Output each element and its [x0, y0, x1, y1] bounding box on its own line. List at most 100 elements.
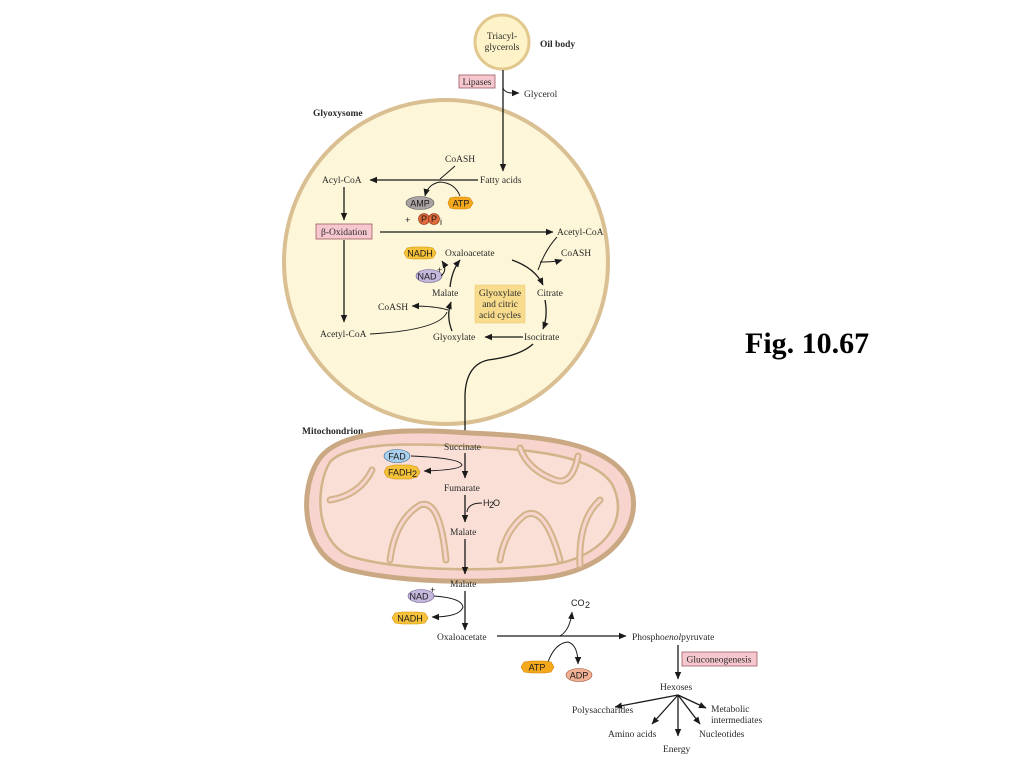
- atp-label: ATP: [453, 199, 470, 209]
- beta-oxidation-box: [315, 223, 373, 240]
- oxaloacetate-to-citrate-arrow: [511, 259, 544, 286]
- citrate-to-isocitrate-arrow: [542, 299, 549, 330]
- crista-5-core: [328, 468, 374, 502]
- nad-cytosol-superscript: +: [430, 585, 435, 595]
- water-label-h: H: [483, 498, 490, 508]
- coash-top-label: CoASH: [445, 155, 475, 165]
- coash-release-left-arrow: [411, 302, 449, 311]
- hexoses-to-polysaccharides-arrow: [614, 694, 679, 709]
- cycle-label-1: Glyoxylate: [479, 289, 521, 299]
- polysaccharides-label: Polysaccharides: [572, 706, 634, 716]
- oxaloacetate-label: Oxaloacetate: [445, 249, 495, 259]
- co2-release-curve: [559, 611, 575, 637]
- nad-cytosol-label: NAD: [409, 592, 429, 602]
- water-label-sub: 2: [489, 500, 494, 510]
- acyl-coa-label: Acyl-CoA: [322, 176, 362, 186]
- acetyl-coa-join-curve: [537, 236, 558, 271]
- atp-cytosol-badge: [520, 660, 555, 674]
- triacylglycerols-label-2: glycerols: [485, 43, 520, 53]
- fadh2-badge: [383, 464, 421, 480]
- atp-badge: [447, 196, 474, 210]
- crista-4-core: [388, 502, 448, 562]
- plus-sign: +: [405, 216, 410, 226]
- glyoxylate-label: Glyoxylate: [433, 333, 475, 343]
- nadh-cytosol-label: NADH: [397, 614, 423, 624]
- atp-to-amp-curve: [423, 181, 461, 197]
- pi-circle-2: [428, 213, 440, 225]
- pi-label-2: P: [431, 214, 437, 224]
- fatty-acids-label: Fatty acids: [480, 176, 522, 186]
- atp-to-adp-curve: [547, 641, 582, 665]
- nadh-glyox-label: NADH: [407, 249, 433, 259]
- water-joining-curve: [466, 502, 483, 513]
- hexoses-to-amino-acids-arrow: [651, 694, 679, 725]
- nad-glyox-superscript: +: [437, 265, 442, 275]
- mitochondrion-label: Mitochondrion: [302, 427, 364, 437]
- glyoxysome-label: Glyoxysome: [313, 109, 363, 119]
- lipases-box: [458, 74, 496, 89]
- fad-label: FAD: [388, 452, 406, 462]
- crista-1-core: [518, 446, 580, 483]
- glyoxysome-circle: [282, 98, 610, 426]
- pep-label: Phosphoenolpyruvate: [632, 633, 714, 643]
- acetyl-coa-right-label: Acetyl-CoA: [557, 228, 604, 238]
- coash-right-label: CoASH: [561, 249, 591, 259]
- co2-subscript: 2: [585, 600, 590, 610]
- isocitrate-to-succinate-arrow: [461, 343, 534, 441]
- fadh2-label: FADH: [388, 468, 412, 478]
- nad-glyox-badge: [415, 269, 443, 283]
- metabolic-label-2: intermediates: [711, 716, 762, 726]
- hexoses-label: Hexoses: [660, 683, 692, 693]
- glycerol-arrow: [502, 70, 520, 97]
- cycle-label-2: and citric: [482, 300, 518, 310]
- oil-body-label: Oil body: [540, 40, 575, 50]
- figure-label: Fig. 10.67: [745, 327, 869, 360]
- malate-glyox-label: Malate: [432, 289, 458, 299]
- coash-joining-curve: [439, 165, 456, 180]
- co2-label: CO: [571, 598, 585, 608]
- malate-cytosol-label: Malate: [450, 580, 476, 590]
- adp-label: ADP: [570, 671, 589, 681]
- pi-subscript: i: [440, 217, 442, 227]
- atp-cytosol-label: ATP: [529, 663, 546, 673]
- coash-left-label: CoASH: [378, 303, 408, 313]
- fumarate-label: Fumarate: [444, 484, 480, 494]
- glyoxylate-to-malate-arrow: [445, 301, 453, 332]
- nad-to-nadh-cytosol-curve: [431, 595, 464, 621]
- gluconeogenesis-label: Gluconeogenesis: [687, 656, 752, 666]
- gluconeogenesis-box: [681, 651, 758, 667]
- water-label-o: O: [493, 498, 500, 508]
- beta-oxidation-label: β-Oxidation: [321, 228, 367, 238]
- succinate-label: Succinate: [444, 443, 481, 453]
- acetyl-coa-left-label: Acetyl-CoA: [320, 330, 367, 340]
- nad-to-nadh-curve: [440, 260, 449, 277]
- metabolic-label-1: Metabolic: [711, 705, 750, 715]
- fad-to-fadh2-curve: [410, 455, 463, 475]
- nad-glyox-label: NAD: [417, 272, 437, 282]
- energy-label: Energy: [663, 745, 691, 755]
- lipases-label: Lipases: [462, 78, 491, 88]
- hexoses-to-nucleotides-arrow: [677, 694, 701, 725]
- glycerol-label: Glycerol: [524, 90, 558, 100]
- adp-badge: [565, 668, 593, 682]
- hexoses-to-metabolic-arrow: [677, 694, 707, 709]
- fadh2-subscript: 2: [412, 469, 417, 479]
- nadh-glyox-badge: [403, 246, 437, 260]
- isocitrate-label: Isocitrate: [524, 333, 559, 343]
- pi-label-1: P: [421, 214, 427, 224]
- amino-acids-label: Amino acids: [608, 730, 657, 740]
- cycle-center-box: [474, 284, 526, 324]
- nadh-cytosol-badge: [391, 611, 429, 625]
- oil-body-circle: [473, 13, 531, 71]
- fad-badge: [383, 449, 411, 463]
- amp-badge: [405, 196, 435, 210]
- crista-2-core: [498, 512, 562, 562]
- oxaloacetate-cytosol-label: Oxaloacetate: [437, 633, 487, 643]
- acetyl-coa-left-join-curve: [369, 311, 448, 335]
- cycle-label-3: acid cycles: [479, 311, 521, 321]
- malate-to-oxaloacetate-arrow: [449, 259, 461, 288]
- crista-3-core: [578, 498, 602, 567]
- triacylglycerols-label-1: Triacyl-: [487, 32, 517, 42]
- amp-label: AMP: [410, 199, 430, 209]
